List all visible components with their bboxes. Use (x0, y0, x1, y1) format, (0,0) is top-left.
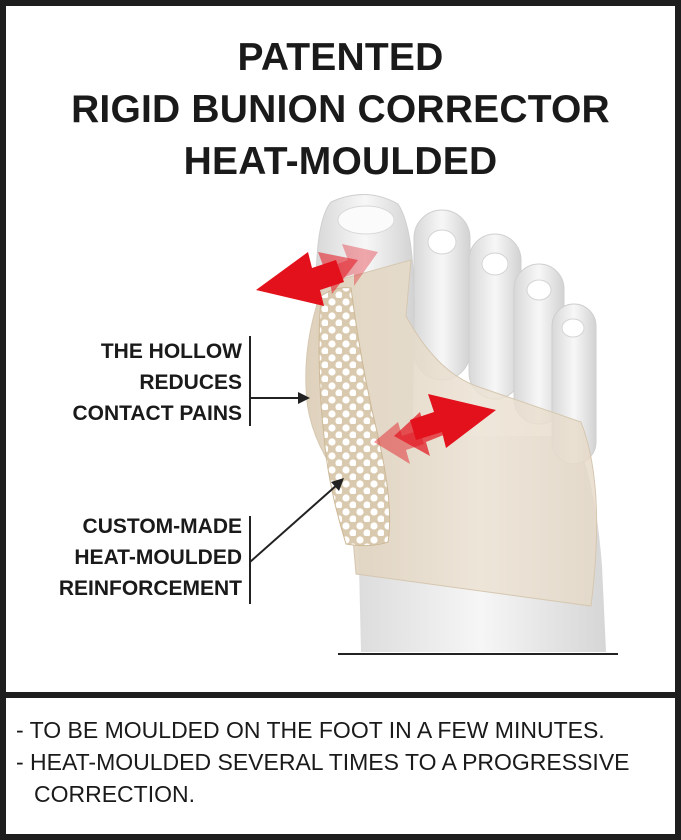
callout-reinforcement-line-1: CUSTOM-MADE (82, 515, 242, 538)
callout-reinforcement-pointer (249, 478, 344, 604)
section-divider (6, 692, 675, 698)
callout-hollow-line-3: CONTACT PAINS (72, 402, 242, 425)
title-line-1: PATENTED (237, 36, 444, 79)
callout-hollow: THE HOLLOW REDUCES CONTACT PAINS (36, 336, 242, 429)
callout-reinforcement-line-3: REINFORCEMENT (58, 577, 242, 600)
correction-arrow-middle (374, 394, 496, 464)
toes (413, 209, 597, 465)
callout-hollow-pointer (249, 336, 310, 426)
note-item: - HEAT-MOULDED SEVERAL TIMES TO A PROGRE… (16, 749, 630, 807)
callout-reinforcement-line-2: HEAT-MOULDED (74, 546, 242, 569)
title-line-3: HEAT-MOULDED (183, 140, 498, 183)
callout-hollow-line-1: THE HOLLOW (100, 340, 242, 363)
foot-illustration (249, 193, 618, 655)
feature-notes: - TO BE MOULDED ON THE FOOT IN A FEW MIN… (16, 714, 671, 810)
callout-hollow-line-2: REDUCES (139, 371, 242, 394)
correction-arrow-top (256, 244, 378, 306)
note-item: - TO BE MOULDED ON THE FOOT IN A FEW MIN… (16, 717, 605, 743)
title-line-2: RIGID BUNION CORRECTOR (71, 88, 610, 131)
callout-reinforcement: CUSTOM-MADE HEAT-MOULDED REINFORCEMENT (16, 511, 242, 604)
page-title: PATENTED RIGID BUNION CORRECTOR HEAT-MOU… (6, 32, 675, 188)
